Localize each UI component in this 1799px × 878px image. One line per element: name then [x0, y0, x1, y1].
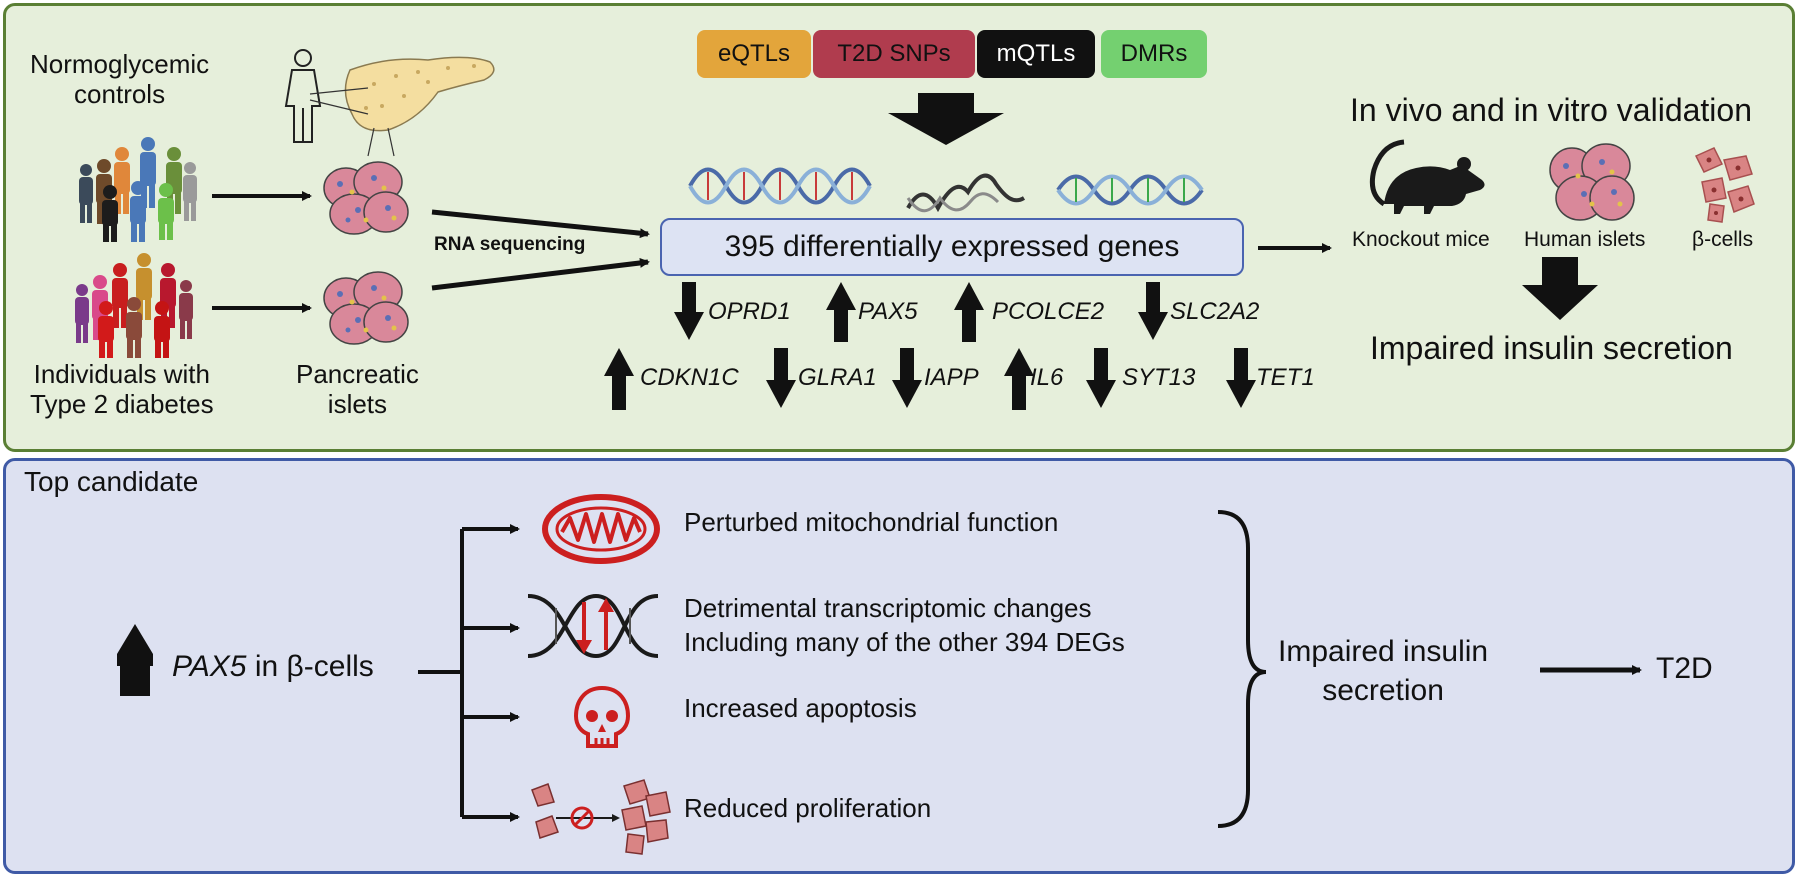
grouping-brace [1217, 510, 1267, 828]
beta-cells-icon [1694, 147, 1755, 223]
control-crowd-icon [79, 137, 197, 242]
gene-slc2a2: SLC2A2 [1170, 298, 1260, 325]
gene-oprd1: OPRD1 [708, 298, 791, 325]
arrow-islets-to-degs-2 [431, 257, 650, 291]
pax5-suffix: in β-cells [246, 650, 374, 683]
effect-proliferation: Reduced proliferation [684, 793, 932, 823]
t2d-individuals-label: Individuals with Type 2 diabetes [30, 359, 214, 419]
dna-icon [527, 593, 659, 659]
validation-result: Impaired insulin secretion [1370, 330, 1733, 366]
gene-tet1: TET1 [1256, 364, 1315, 391]
gene-glra1: GLRA1 [798, 364, 877, 391]
beta-cells-label: β-cells [1692, 228, 1754, 251]
skull-icon [573, 685, 631, 748]
t2d-crowd-icon [75, 253, 193, 358]
annotation-chip-eqtls: eQTLs [697, 30, 811, 78]
pax5-in-beta-cells: PAX5 in β-cells [172, 650, 374, 685]
annotation-chip-dmrs: DMRs [1101, 30, 1207, 78]
human-islets-label: Human islets [1524, 228, 1646, 251]
gene-direction-arrows [674, 282, 1168, 342]
islet-cluster-icon [323, 161, 409, 235]
mouse-icon [1369, 139, 1485, 214]
arrow-islets-to-degs-1 [431, 209, 650, 239]
validation-down-arrow [1522, 257, 1598, 320]
normoglycemic-label: Normoglycemic controls [30, 49, 210, 109]
dna-strands-icon [688, 167, 1204, 213]
pancreatic-islets-label: Pancreatic islets [296, 359, 419, 419]
annotation-chip-t2d-snps: T2D SNPs [813, 30, 975, 78]
pax5-up-arrow-head [117, 624, 153, 666]
effect-apoptosis: Increased apoptosis [684, 693, 917, 723]
knockout-mice-label: Knockout mice [1352, 228, 1490, 251]
gene-pax5: PAX5 [858, 298, 918, 325]
top-candidate-title: Top candidate [24, 466, 199, 497]
final-t2d: T2D [1656, 652, 1713, 685]
big-down-arrow [888, 93, 1004, 145]
gene-il6: IL6 [1030, 364, 1064, 391]
gene-syt13: SYT13 [1122, 364, 1196, 391]
outcome-impaired-insulin: Impaired insulin secretion [1278, 635, 1489, 707]
gene-iapp: IAPP [924, 364, 979, 391]
gene-row2-arrows [604, 348, 1256, 410]
gene-cdkn1c: CDKN1C [640, 364, 739, 391]
pancreas-donor-icon [284, 49, 495, 157]
proliferation-icon [531, 779, 671, 855]
mitochondrion-icon [542, 494, 660, 564]
rna-sequencing-label: RNA sequencing [434, 234, 586, 255]
effect-transcriptomic: Detrimental transcriptomic changes Inclu… [684, 593, 1125, 657]
pax5-gene: PAX5 [172, 650, 247, 683]
human-islets-icon [1549, 143, 1635, 221]
validation-title: In vivo and in vitro validation [1350, 92, 1752, 128]
islet-cluster-icon [323, 271, 409, 345]
top-candidate-panel [3, 458, 1795, 874]
gene-pcolce2: PCOLCE2 [992, 298, 1105, 325]
annotation-chip-mqtls: mQTLs [977, 30, 1095, 78]
effect-mitochondrial: Perturbed mitochondrial function [684, 507, 1059, 537]
deg-count-box: 395 differentially expressed genes [660, 218, 1244, 276]
pax5-up-arrow-body [120, 664, 150, 696]
